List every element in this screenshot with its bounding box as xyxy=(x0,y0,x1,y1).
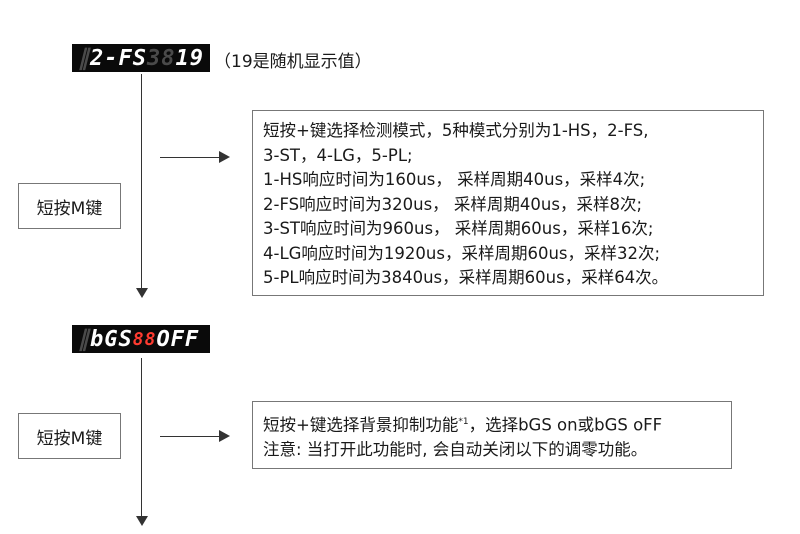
arrow-right-icon xyxy=(219,151,230,163)
mode-description-box: 短按+键选择检测模式，5种模式分别为1-HS，2-FS, 3-ST，4-LG，5… xyxy=(252,110,764,296)
description-line: 1-HS响应时间为160us， 采样周期40us，采样4次; xyxy=(263,170,646,189)
bgs-description-box: 短按+键选择背景抑制功能*1，选择bGS on或bGS oFF 注意: 当打开此… xyxy=(252,401,732,469)
lcd-segment: 19 xyxy=(175,45,204,71)
display-note: （19是随机显示值） xyxy=(214,52,372,72)
lcd-indicator: ∥ xyxy=(78,326,90,352)
lcd-segment: 38 xyxy=(146,45,176,71)
lcd-indicator: ∥ xyxy=(78,45,90,71)
lcd-display-bgs: ∥ bGS 88 OFF xyxy=(72,325,210,353)
footnote-mark: *1 xyxy=(458,417,469,427)
lcd-segment: 88 xyxy=(132,328,157,350)
description-line: 短按+键选择检测模式，5种模式分别为1-HS，2-FS, xyxy=(263,121,649,140)
lcd-segment: bGS xyxy=(90,326,133,352)
description-line: 2-FS响应时间为320us， 采样周期40us，采样8次; xyxy=(263,194,643,214)
arrow-down-icon xyxy=(136,288,148,298)
lcd-segment: 2-FS xyxy=(90,45,147,71)
connector-line xyxy=(160,157,220,158)
short-press-m-key-box: 短按M键 xyxy=(18,413,121,459)
description-line: 3-ST，4-LG，5-PL; xyxy=(263,145,413,165)
connector-line xyxy=(160,436,220,437)
description-line: 4-LG响应时间为1920us，采样周期60us，采样32次; xyxy=(263,243,661,263)
description-line: 5-PL响应时间为3840us，采样周期60us，采样64次。 xyxy=(263,268,669,287)
short-press-m-key-box: 短按M键 xyxy=(18,183,121,229)
lcd-segment: OFF xyxy=(156,326,200,352)
description-line: 3-ST响应时间为960us， 采样周期60us，采样16次; xyxy=(263,219,654,238)
lcd-display-mode: ∥ 2-FS 38 19 xyxy=(72,44,210,72)
description-line: 注意: 当打开此功能时, 会自动关闭以下的调零功能。 xyxy=(263,440,648,459)
arrow-down-icon xyxy=(136,516,148,526)
flow-line xyxy=(141,358,142,518)
flow-line xyxy=(141,74,142,288)
arrow-right-icon xyxy=(219,430,230,442)
description-line: 短按+键选择背景抑制功能*1，选择bGS on或bGS oFF xyxy=(263,415,663,435)
